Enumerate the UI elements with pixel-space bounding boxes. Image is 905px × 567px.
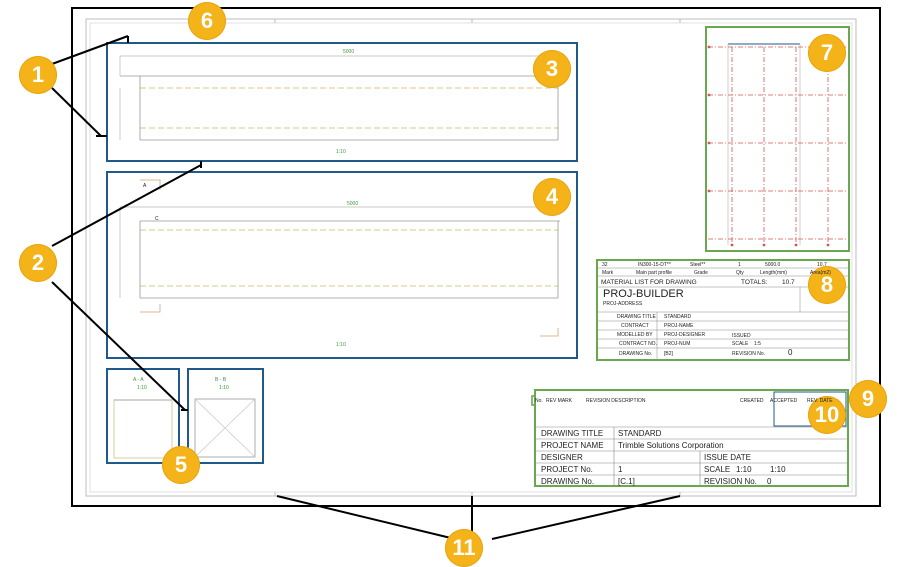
section-a-view[interactable] <box>106 368 180 464</box>
view-3-elevation[interactable] <box>106 42 578 162</box>
mat-row-label-4: CONTRACT NO. <box>619 341 657 347</box>
title-block[interactable] <box>534 389 849 487</box>
tb-project-name-value: Trimble Solutions Corporation <box>618 441 724 450</box>
mat-header-profile: Main part profile <box>636 270 672 276</box>
rev-col-mark: REV MARK <box>546 398 573 404</box>
mat-row-label-5: DRAWING No. <box>619 351 653 357</box>
mat-row-value-1: STANDARD <box>664 314 692 320</box>
mat-data-mark: 32 <box>602 262 608 268</box>
callout-badge-3[interactable]: 3 <box>533 50 571 88</box>
mat-row-label-1: DRAWING TITLE <box>617 314 656 320</box>
bottom-zone-ticks <box>274 492 681 496</box>
callout-badge-9[interactable]: 9 <box>849 380 887 418</box>
sheet-inner-frame-2 <box>89 22 853 493</box>
callout-badge-4[interactable]: 4 <box>533 178 571 216</box>
tb-project-no-label: PROJECT No. <box>541 465 593 474</box>
mat-row-label-2: CONTRACT <box>621 323 649 329</box>
mat-data-grade: Steel** <box>690 262 706 268</box>
tb-issue-date-label: ISSUE DATE <box>704 453 751 462</box>
callout-badge-6[interactable]: 6 <box>188 2 226 40</box>
mat-data-area: 10.7 <box>817 262 827 268</box>
rev-col-no: No. <box>535 398 543 404</box>
section-b-label: B - B <box>215 377 227 383</box>
mat-row-value-5: [B2] <box>664 351 673 357</box>
section-a-scale: 1:10 <box>137 385 147 391</box>
mat-row-extra-value-5: 0 <box>788 348 793 357</box>
callout-leaders <box>51 35 681 540</box>
mat-totals-value: 10.7 <box>782 279 795 286</box>
callout-badge-5[interactable]: 5 <box>162 446 200 484</box>
view-4-elevation[interactable] <box>106 171 578 359</box>
callout-badge-10[interactable]: 10 <box>808 396 846 434</box>
tb-revision-no-value: 0 <box>767 477 772 486</box>
mat-row-value-4: PROJ-NUM <box>664 341 691 347</box>
tb-scale-value-2: 1:10 <box>770 465 786 474</box>
tb-drawing-title-value: STANDARD <box>618 429 662 438</box>
mat-row-extra-label-4: SCALE <box>732 341 749 347</box>
mat-row-extra-value-4: 1:5 <box>754 341 761 347</box>
tb-project-name-label: PROJECT NAME <box>541 441 604 450</box>
mat-header-area: Area(m2) <box>810 270 831 276</box>
mat-address: PROJ-ADDRESS <box>603 301 643 307</box>
callout-badge-8[interactable]: 8 <box>808 266 846 304</box>
callout-badge-1[interactable]: 1 <box>19 56 57 94</box>
mat-header-length: Length(mm) <box>760 270 787 276</box>
view3-dimension-top: 5000 <box>343 49 355 55</box>
tb-drawing-no-label: DRAWING No. <box>541 477 595 486</box>
callout-badge-11[interactable]: 11 <box>445 529 483 567</box>
mat-data-qty: 1 <box>738 262 741 268</box>
view4-dimension-top: 5000 <box>347 201 359 207</box>
tb-scale-value-1: 1:10 <box>736 465 752 474</box>
section-b-view[interactable] <box>187 368 264 464</box>
mat-row-value-3: PROJ-DESIGNER <box>664 332 706 338</box>
tb-project-no-value: 1 <box>618 465 623 474</box>
mat-row-extra-label-5: REVISION No. <box>732 351 766 357</box>
view4-marker-c: C <box>155 216 159 222</box>
tb-designer-label: DESIGNER <box>541 453 583 462</box>
mat-row-extra-label-3: ISSUED <box>732 333 751 339</box>
callout-badge-2[interactable]: 2 <box>19 244 57 282</box>
callout-badge-7[interactable]: 7 <box>808 34 846 72</box>
mat-row-value-2: PROJ-NAME <box>664 323 694 329</box>
rev-col-created: CREATED <box>740 398 764 404</box>
view4-marker-a: A <box>143 183 147 189</box>
mat-data-length: 5000.0 <box>765 262 781 268</box>
view3-dimension-bottom: 1:10 <box>336 149 346 155</box>
tb-drawing-no-value: [C.1] <box>618 477 635 486</box>
mat-totals-label: TOTALS: <box>741 279 768 286</box>
mat-company: PROJ-BUILDER <box>603 288 684 300</box>
tb-scale-label: SCALE <box>704 465 731 474</box>
tb-revision-no-label: REVISION No. <box>704 477 757 486</box>
rev-col-description: REVISION DESCRIPTION <box>586 398 646 404</box>
mat-header-mark: Mark <box>602 270 614 276</box>
mat-header-qty: Qty <box>736 270 744 276</box>
top-zone-ticks <box>274 19 681 23</box>
mat-row-label-3: MODELLED BY <box>617 332 653 338</box>
section-a-label: A - A <box>133 377 144 383</box>
view4-dimension-bottom: 1:10 <box>336 342 346 348</box>
mat-data-profile: IN300-15-DT** <box>638 262 671 268</box>
tb-drawing-title-label: DRAWING TITLE <box>541 429 604 438</box>
rev-col-accepted: ACCEPTED <box>770 398 798 404</box>
section-b-scale: 1:10 <box>219 385 229 391</box>
material-list-table[interactable] <box>596 259 850 361</box>
rev-col-date: REV. DATE <box>807 398 833 404</box>
mat-header-grade: Grade <box>694 270 708 276</box>
mat-heading: MATERIAL LIST FOR DRAWING <box>601 279 697 286</box>
